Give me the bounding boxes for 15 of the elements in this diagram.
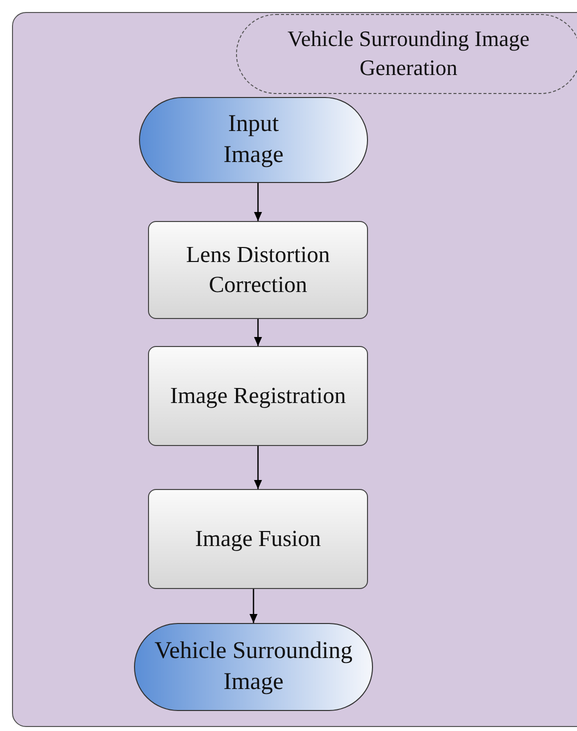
process-box: [148, 346, 368, 446]
process-box: [148, 489, 368, 589]
panel-background: [12, 12, 577, 727]
arrow: [254, 183, 262, 221]
arrow: [250, 589, 258, 623]
title-pill: [236, 14, 577, 94]
node-label: Image Registration: [170, 382, 346, 410]
node-label: Image Fusion: [195, 525, 321, 554]
node-label: Vehicle Surrounding Image: [154, 636, 354, 697]
node-label: Lens Distortion Correction: [185, 241, 331, 299]
node-label: Vehicle Surrounding Image Generation: [286, 25, 530, 82]
arrow: [254, 446, 262, 489]
process-box: [148, 221, 368, 319]
arrow: [254, 319, 262, 346]
node-label: Input Image: [222, 110, 284, 170]
